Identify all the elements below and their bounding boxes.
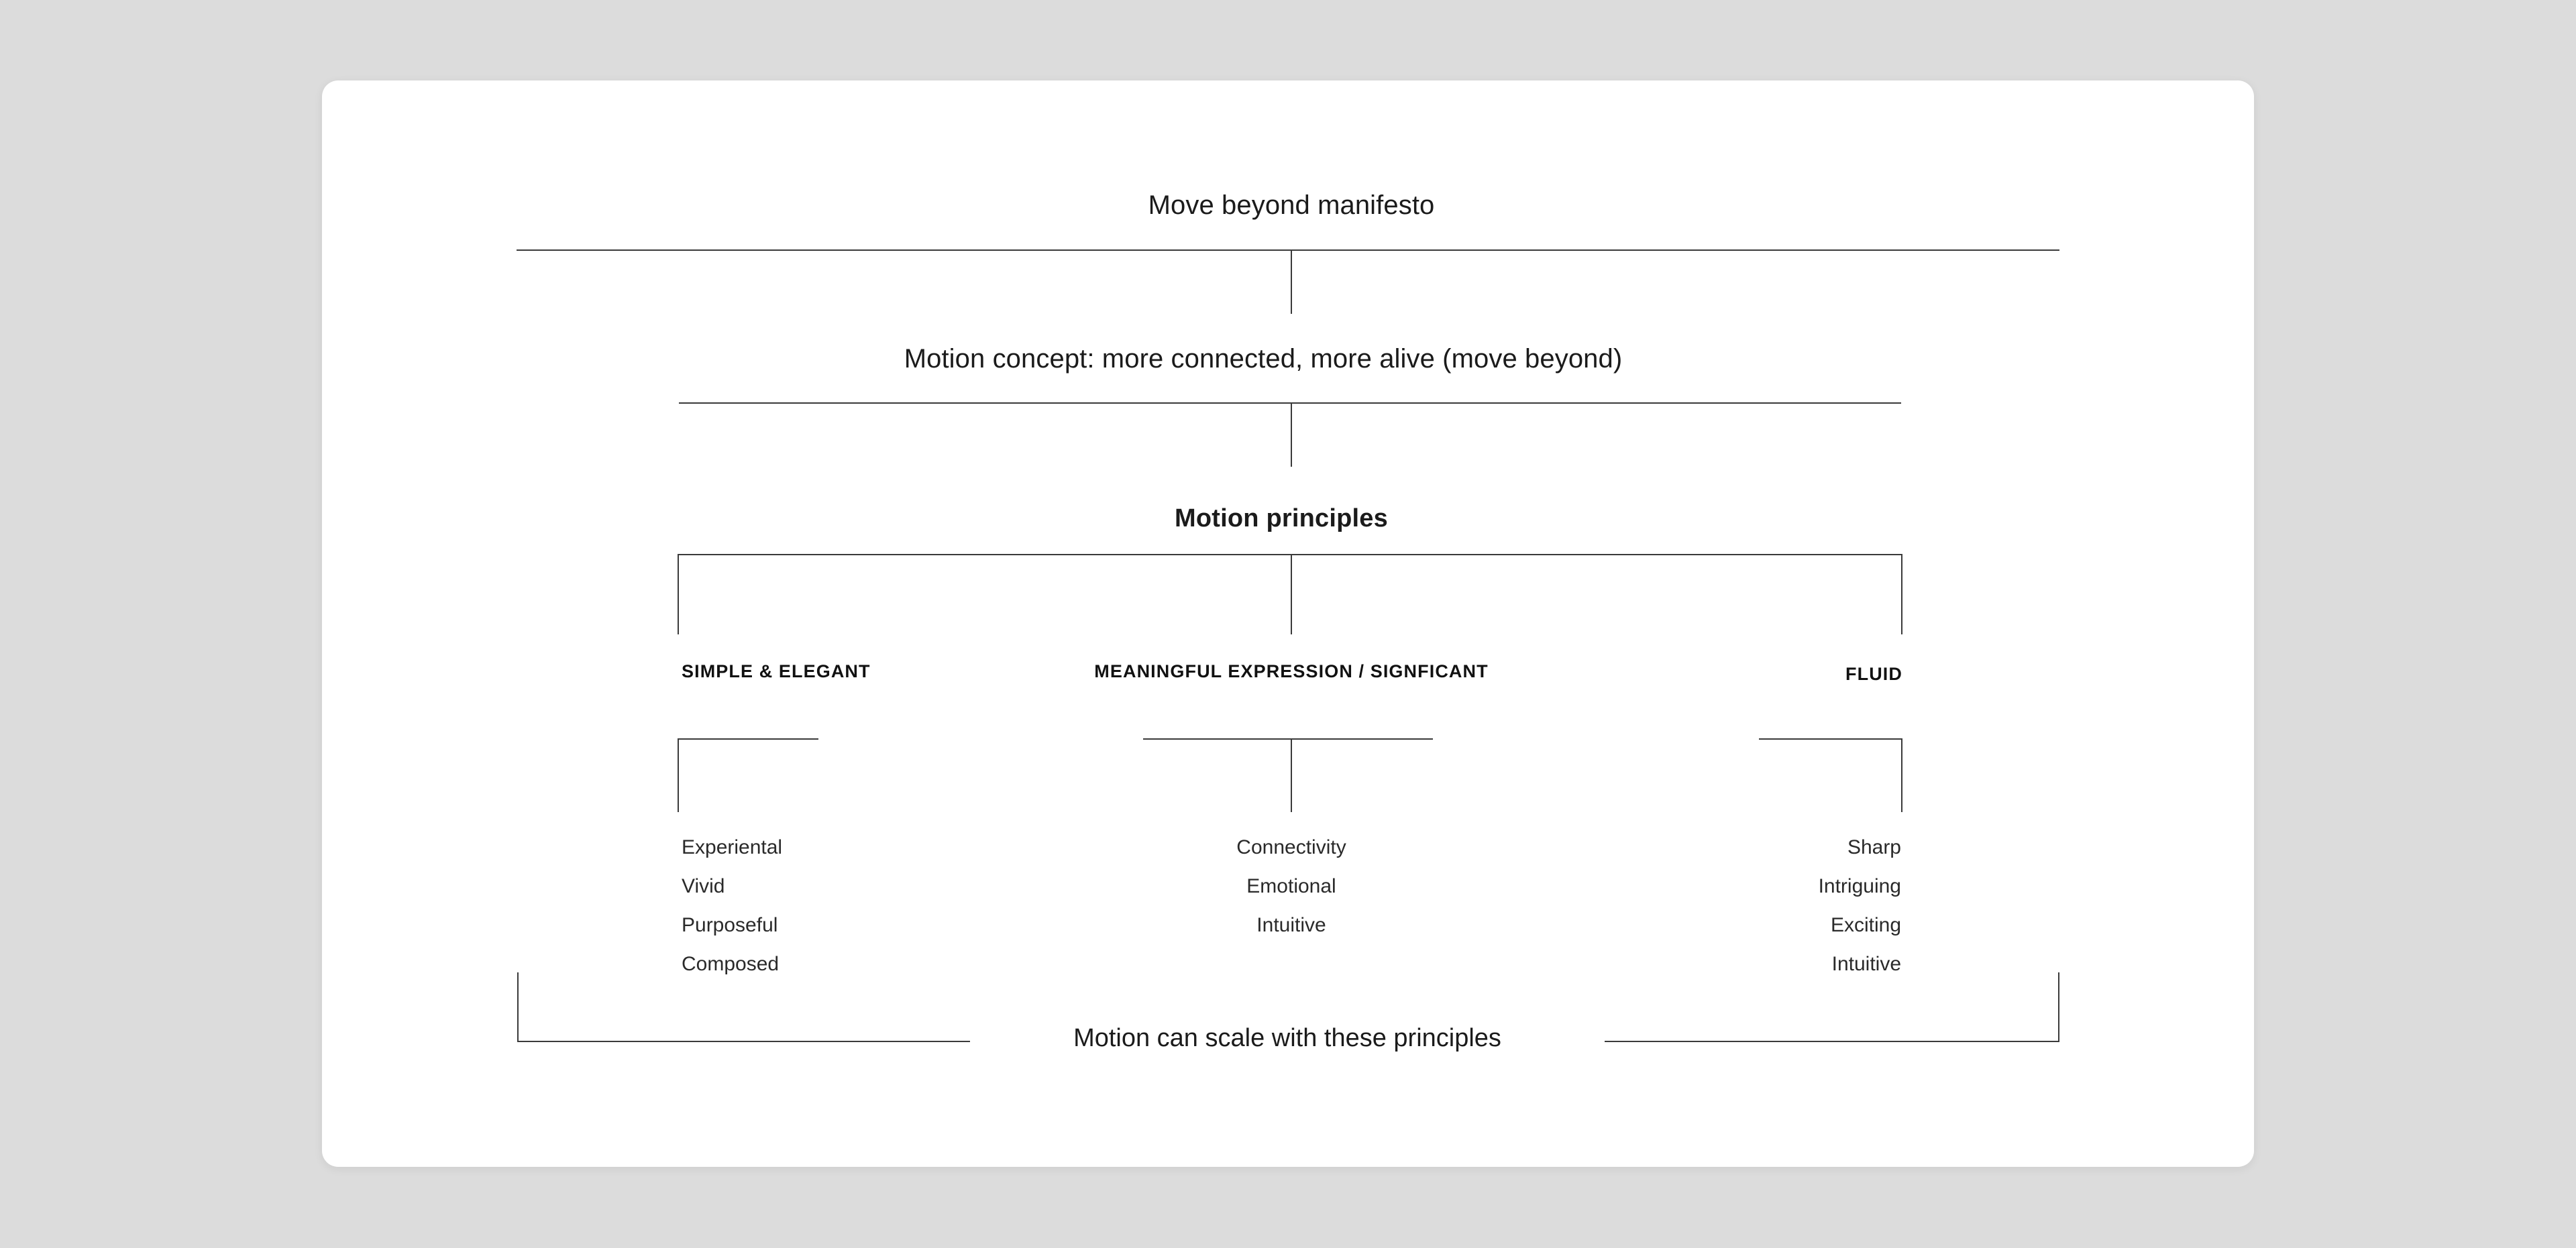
level2-connector-drop	[1291, 402, 1292, 467]
root-node-label: Move beyond manifesto	[1148, 190, 1435, 220]
attribute-list-simple-elegant: Experiental Vivid Purposeful Composed	[682, 828, 963, 984]
level2-connector-horizontal	[679, 402, 1901, 404]
leaf-bracket-horizontal-center	[1143, 738, 1433, 740]
principles-bracket-horizontal	[678, 554, 1902, 555]
attribute-list-meaningful-expression: Connectivity Emotional Intuitive	[1090, 828, 1493, 945]
level2-node-label: Motion concept: more connected, more ali…	[904, 344, 1623, 374]
leaf-bracket-drop-center	[1291, 738, 1292, 812]
attribute-item: Vivid	[682, 875, 725, 897]
attribute-item: Exciting	[1830, 914, 1901, 936]
attribute-item: Intriguing	[1818, 875, 1901, 897]
root-connector-drop	[1291, 249, 1292, 314]
attribute-item: Intuitive	[1831, 953, 1901, 975]
footer-bracket-horizontal-right	[1605, 1041, 2059, 1042]
attribute-item: Sharp	[1847, 836, 1901, 858]
principles-bracket-drop-left	[678, 554, 679, 634]
principle-header-meaningful-expression: MEANINGFUL EXPRESSION / SIGNFICANT	[1094, 661, 1489, 681]
attribute-item: Composed	[682, 953, 780, 975]
leaf-bracket-horizontal-right	[1759, 738, 1901, 740]
attribute-item: Connectivity	[1236, 836, 1346, 858]
attribute-item: Purposeful	[682, 914, 778, 936]
attribute-item: Intuitive	[1256, 914, 1326, 936]
principle-header-fluid: FLUID	[1845, 664, 1902, 684]
leaf-bracket-horizontal-left	[678, 738, 818, 740]
root-connector-horizontal	[517, 249, 2059, 251]
principle-header-simple-elegant: SIMPLE & ELEGANT	[682, 661, 871, 681]
attribute-item: Experiental	[682, 836, 783, 858]
footer-bracket-tick-left	[517, 972, 519, 1042]
footer-label: Motion can scale with these principles	[1056, 1025, 1519, 1051]
principles-bracket-drop-right	[1901, 554, 1902, 634]
attribute-item: Emotional	[1246, 875, 1336, 897]
leaf-bracket-drop-right	[1901, 738, 1902, 812]
footer-bracket-horizontal-left	[517, 1041, 970, 1042]
principles-bracket-drop-center	[1291, 554, 1292, 634]
leaf-bracket-drop-left	[678, 738, 679, 812]
level3-node-label: Motion principles	[1175, 504, 1388, 532]
attribute-list-fluid: Sharp Intriguing Exciting Intuitive	[1619, 828, 1901, 984]
footer-bracket-tick-right	[2058, 972, 2059, 1042]
diagram-card	[322, 80, 2254, 1167]
